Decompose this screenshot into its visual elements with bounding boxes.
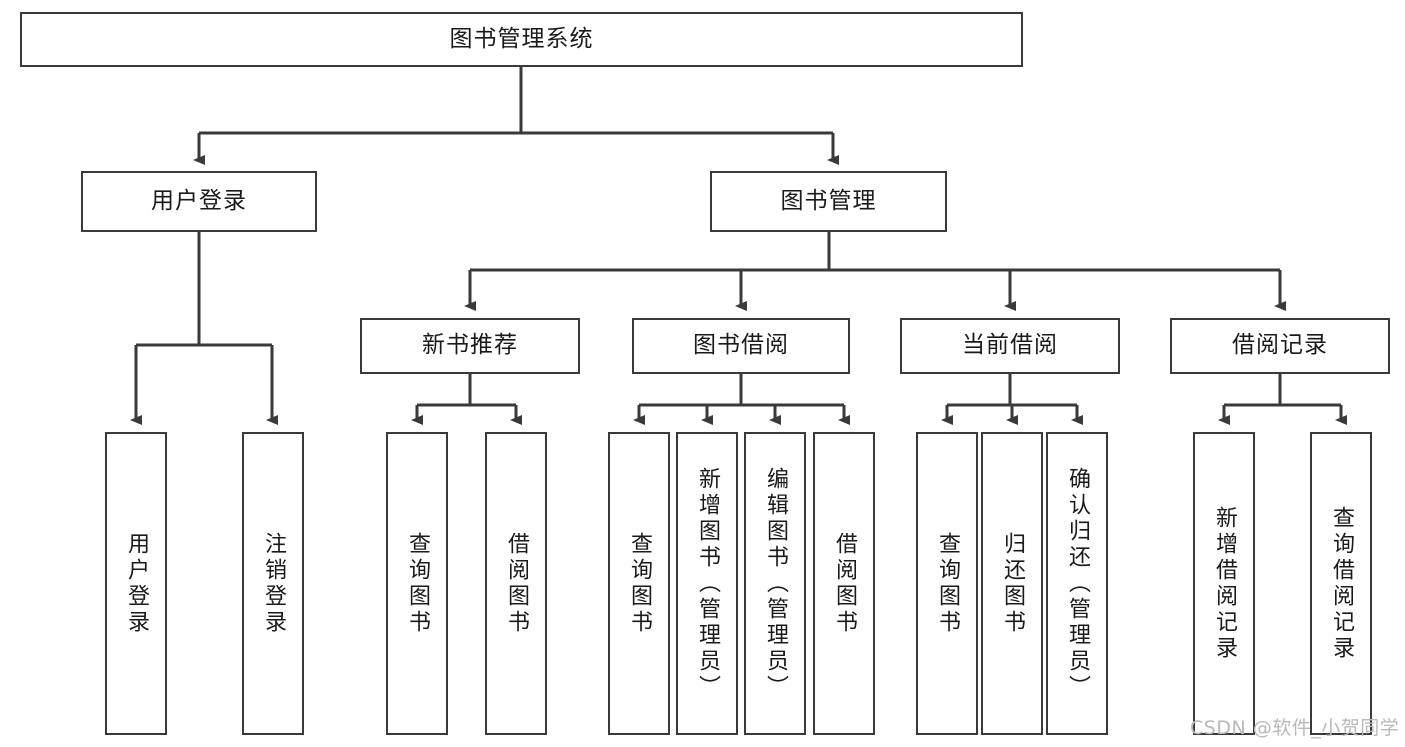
- node-new-book-recommend[interactable]: 新书推荐: [360, 318, 580, 374]
- csdn-watermark: CSDN @软件_小贺同学: [1190, 717, 1400, 739]
- node-label: 新增图书（管理员）: [695, 466, 720, 701]
- node-book-borrow[interactable]: 图书借阅: [632, 318, 850, 374]
- node-label: 查询图书: [627, 531, 652, 636]
- node-book-management[interactable]: 图书管理: [710, 171, 947, 232]
- node-label: 新书推荐: [422, 332, 518, 359]
- leaf-current-borrow-query[interactable]: 查询图书: [916, 432, 978, 735]
- node-label: 图书管理: [780, 187, 877, 214]
- node-user-login[interactable]: 用户登录: [81, 171, 317, 232]
- leaf-book-borrow-query[interactable]: 查询图书: [608, 432, 670, 735]
- leaf-current-borrow-return[interactable]: 归还图书: [981, 432, 1043, 735]
- node-label: 新增借阅记录: [1212, 505, 1237, 662]
- leaf-book-borrow-add[interactable]: 新增图书（管理员）: [676, 432, 738, 735]
- node-label: 图书管理系统: [449, 25, 594, 52]
- node-label: 确认归还（管理员）: [1065, 466, 1090, 701]
- node-root-library-system[interactable]: 图书管理系统: [20, 12, 1023, 67]
- node-label: 用户登录: [124, 531, 149, 636]
- leaf-new-book-borrow[interactable]: 借阅图书: [485, 432, 547, 735]
- node-label: 注销登录: [261, 531, 286, 636]
- node-label: 借阅图书: [504, 531, 529, 636]
- leaf-user-login-logout[interactable]: 注销登录: [242, 432, 304, 735]
- node-label: 查询图书: [935, 531, 960, 636]
- node-label: 当前借阅: [962, 332, 1058, 359]
- leaf-user-login-login[interactable]: 用户登录: [105, 432, 167, 735]
- node-label: 查询借阅记录: [1329, 505, 1354, 662]
- leaf-borrow-record-query[interactable]: 查询借阅记录: [1310, 432, 1372, 735]
- node-label: 归还图书: [1000, 531, 1025, 636]
- node-borrow-record[interactable]: 借阅记录: [1170, 318, 1390, 374]
- leaf-new-book-query[interactable]: 查询图书: [386, 432, 448, 735]
- node-label: 图书借阅: [693, 332, 789, 359]
- node-label: 用户登录: [151, 187, 247, 214]
- node-label: 借阅记录: [1232, 332, 1328, 359]
- node-label: 借阅图书: [832, 531, 857, 636]
- leaf-book-borrow-borrow[interactable]: 借阅图书: [813, 432, 875, 735]
- node-label: 查询图书: [405, 531, 430, 636]
- node-label: 编辑图书（管理员）: [763, 466, 788, 701]
- node-current-borrow[interactable]: 当前借阅: [900, 318, 1120, 374]
- leaf-book-borrow-edit[interactable]: 编辑图书（管理员）: [744, 432, 806, 735]
- leaf-borrow-record-add[interactable]: 新增借阅记录: [1193, 432, 1255, 735]
- leaf-current-borrow-confirm-return[interactable]: 确认归还（管理员）: [1046, 432, 1108, 735]
